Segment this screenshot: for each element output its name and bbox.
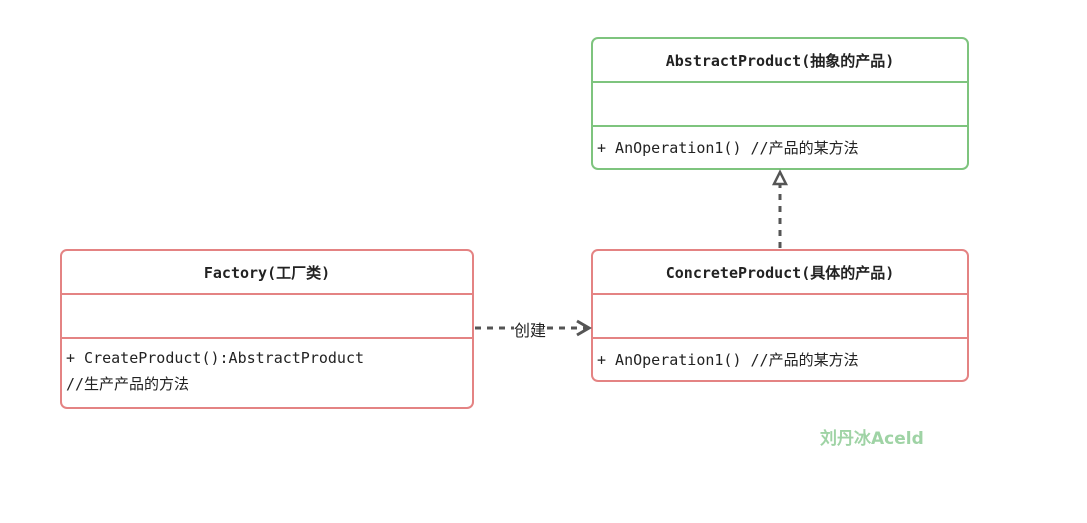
class-name: ConcreteProduct(具体的产品) — [593, 251, 967, 295]
operations-section: + AnOperation1() //产品的某方法 — [593, 127, 967, 169]
operation-comment: //生产产品的方法 — [66, 375, 190, 393]
operation: + CreateProduct():AbstractProduct — [66, 349, 365, 367]
attributes-section — [62, 295, 472, 339]
operation: + AnOperation1() //产品的某方法 — [597, 139, 859, 157]
attributes-section — [593, 295, 967, 339]
class-name: AbstractProduct(抽象的产品) — [593, 39, 967, 83]
class-name: Factory(工厂类) — [62, 251, 472, 295]
class-concrete-product[interactable]: ConcreteProduct(具体的产品) + AnOperation1() … — [591, 249, 969, 382]
dependency-arrowhead — [576, 319, 592, 337]
attributes-section — [593, 83, 967, 127]
class-abstract-product[interactable]: AbstractProduct(抽象的产品) + AnOperation1() … — [591, 37, 969, 170]
class-factory[interactable]: Factory(工厂类) + CreateProduct():AbstractP… — [60, 249, 474, 409]
operation: + AnOperation1() //产品的某方法 — [597, 351, 859, 369]
operations-section: + CreateProduct():AbstractProduct //生产产品… — [62, 339, 472, 405]
operations-section: + AnOperation1() //产品的某方法 — [593, 339, 967, 381]
realization-arrowhead — [771, 169, 789, 186]
watermark: 刘丹冰Aceld — [820, 429, 924, 449]
create-relation-label: 创建 — [514, 317, 547, 341]
